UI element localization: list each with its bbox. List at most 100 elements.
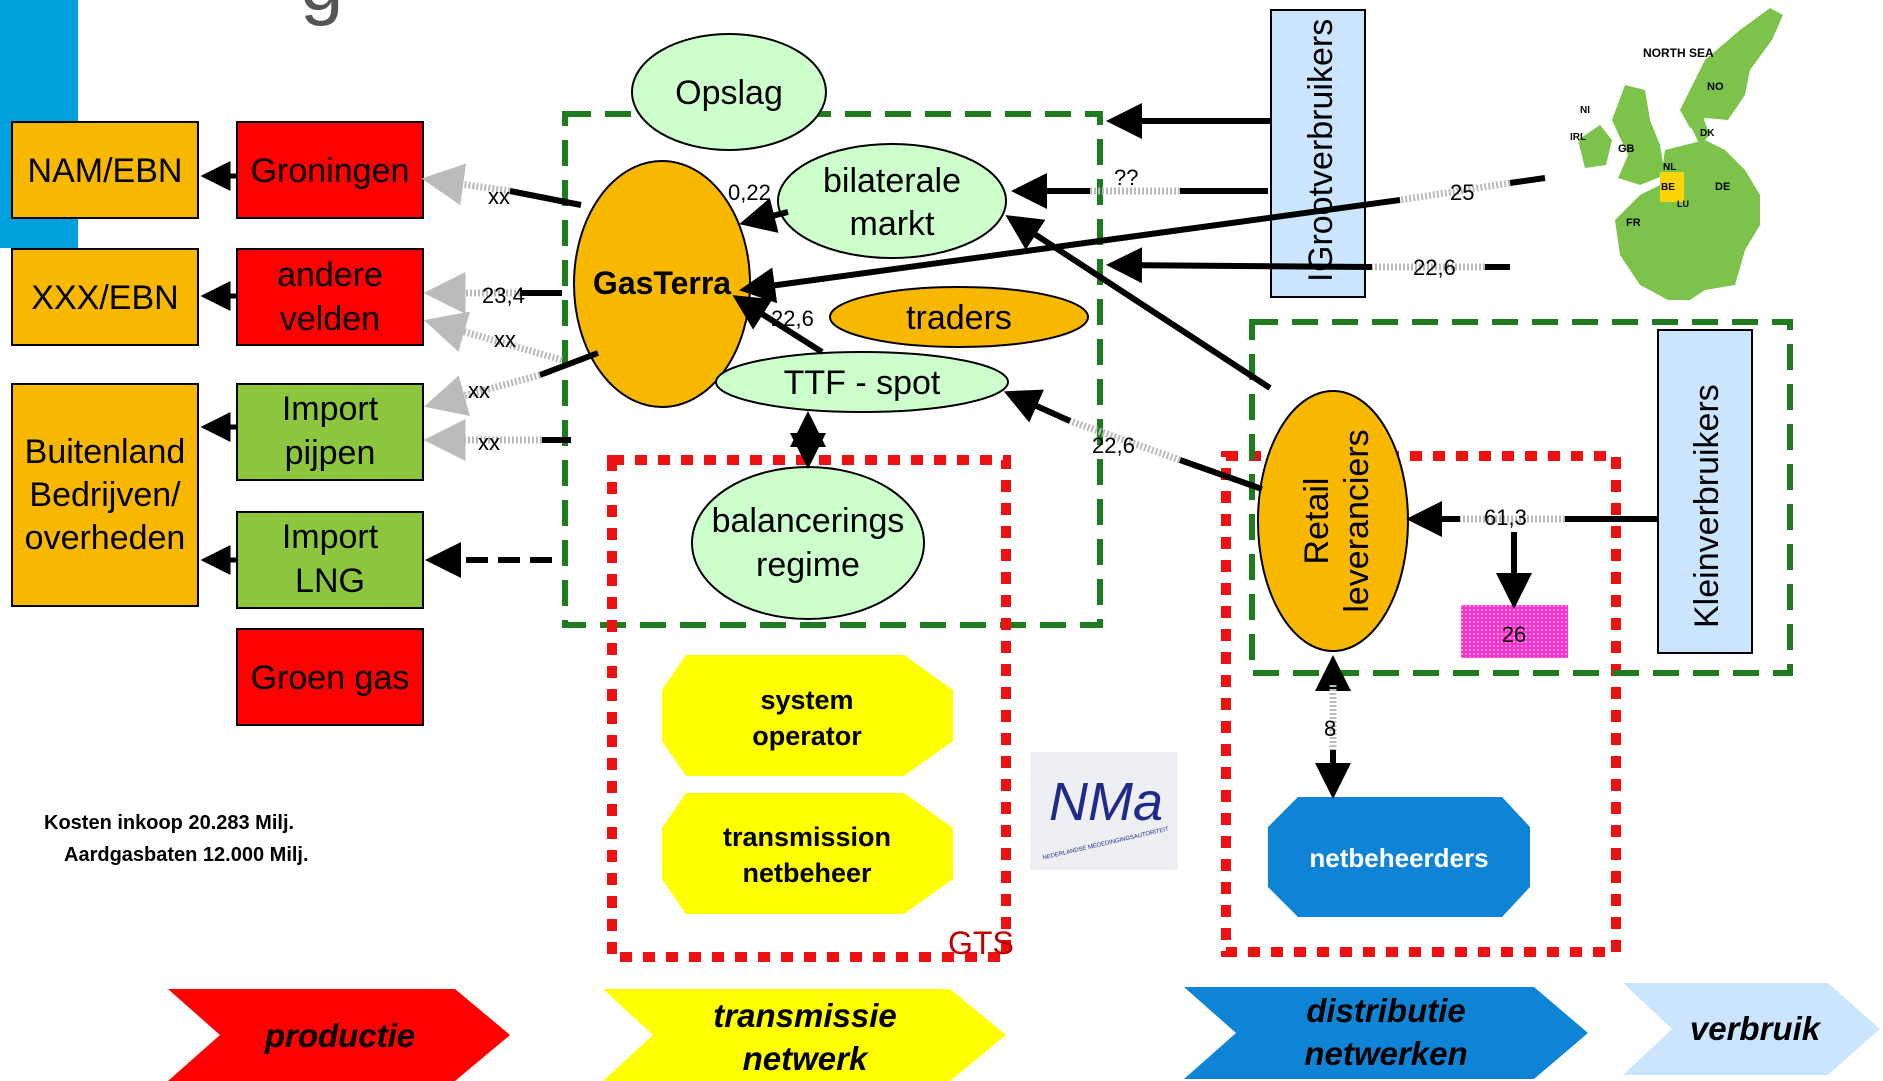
source-import-lng-line1: Import bbox=[282, 518, 379, 556]
gts-label: GTS bbox=[948, 925, 1014, 961]
map-nl: NL bbox=[1663, 162, 1676, 173]
europe-map: NORTH SEA NO NI IRL GB DK NL BE LU DE FR bbox=[1570, 8, 1783, 300]
label-22-6-groot: 22,6 bbox=[1413, 255, 1456, 280]
map-de: DE bbox=[1715, 181, 1730, 193]
map-be: BE bbox=[1661, 182, 1675, 193]
owner-buitenland-line2: Bedrijven/ bbox=[29, 476, 181, 514]
node-bilaterale-line1: bilaterale bbox=[823, 162, 961, 200]
owner-buitenland-line3: overheden bbox=[25, 519, 186, 557]
label-22-6-gasterra: 22,6 bbox=[771, 306, 814, 331]
label-26: 26 bbox=[1502, 622, 1526, 647]
transmission-line2: netbeheer bbox=[742, 858, 872, 888]
map-gb: GB bbox=[1618, 143, 1635, 155]
netbeheerders-label: netbeheerders bbox=[1309, 843, 1488, 873]
source-groen-gas: Groen gas bbox=[236, 628, 424, 726]
map-no: NO bbox=[1707, 81, 1724, 93]
label-61-3: 61,3 bbox=[1484, 505, 1527, 530]
gts-region-red bbox=[607, 455, 1011, 962]
flow-gasterra-groningen bbox=[421, 163, 582, 208]
flow-import-gasterra bbox=[739, 175, 1546, 304]
node-bilaterale-markt: bilaterale markt bbox=[777, 143, 1007, 259]
nma-logo: NMa NEDERLANDSE MEDEDINGINGSAUTORITEIT bbox=[1030, 752, 1178, 870]
grootverbruikers-prefix: I bbox=[1302, 273, 1340, 282]
node-opslag: Opslag bbox=[631, 33, 827, 151]
distribution-region-red bbox=[1221, 451, 1621, 957]
node-grootverbruikers: I Grootverbruikers bbox=[1270, 9, 1366, 298]
node-bilaterale-line2: markt bbox=[850, 205, 936, 243]
source-import-lng: Import LNG bbox=[236, 511, 424, 609]
chain-productie-label: productie bbox=[264, 1017, 415, 1054]
label-25: 25 bbox=[1450, 180, 1474, 205]
owner-buitenland: Buitenland Bedrijven/ overheden bbox=[11, 383, 199, 607]
node-netbeheerders: netbeheerders bbox=[1268, 797, 1530, 917]
map-dk: DK bbox=[1700, 128, 1715, 139]
transmission-line1: transmission bbox=[723, 822, 891, 852]
flow-gasterra-importpijpen bbox=[423, 350, 600, 416]
system-operator-line1: system bbox=[760, 685, 853, 715]
flow-retail-bilaterale bbox=[1005, 215, 1272, 391]
consumer-region-green bbox=[1249, 319, 1793, 676]
flow-bilaterale-gasterra bbox=[739, 197, 789, 233]
nma-logo-text: NMa bbox=[1049, 772, 1163, 832]
node-ttf-label: TTF - spot bbox=[784, 364, 941, 402]
source-andere-velden: andere velden bbox=[236, 248, 424, 346]
source-import-pijpen-line2: pijpen bbox=[285, 434, 376, 472]
label-qq: ?? bbox=[1114, 165, 1138, 190]
node-retail-leveranciers: Retail leveranciers bbox=[1257, 390, 1409, 652]
node-balancering: balancerings regime bbox=[691, 466, 925, 620]
label-23-4: 23,4 bbox=[482, 283, 525, 308]
chain-transmissie-line2: netwerk bbox=[743, 1040, 869, 1077]
cost-line-1: Kosten inkoop 20.283 Milj. bbox=[44, 812, 294, 834]
node-kleinverbruikers: Kleinverbruikers bbox=[1657, 329, 1753, 654]
flow-retail-ttf bbox=[1003, 389, 1264, 492]
flow-ttf-gasterra bbox=[732, 295, 824, 355]
owner-xxx-ebn: XXX/EBN bbox=[11, 248, 199, 346]
map-benelux bbox=[1660, 172, 1684, 202]
chain-distributie-line1: distributie bbox=[1306, 992, 1466, 1029]
label-8: 8 bbox=[1324, 716, 1336, 741]
source-groen-gas-label: Groen gas bbox=[251, 659, 410, 697]
owner-nam-ebn-label: NAM/EBN bbox=[28, 152, 183, 190]
label-xx-andere: xx bbox=[494, 327, 516, 352]
source-import-pijpen: Import pijpen bbox=[236, 383, 424, 481]
map-ni: NI bbox=[1580, 105, 1590, 116]
cost-line-2: Aardgasbaten 12.000 Milj. bbox=[64, 844, 309, 866]
retail-line1: Retail bbox=[1298, 478, 1336, 565]
node-traders-label: traders bbox=[906, 299, 1012, 337]
map-denmark bbox=[1690, 115, 1710, 145]
label-0-22: 0,22 bbox=[728, 180, 771, 205]
system-operator-line2: operator bbox=[752, 721, 862, 751]
flow-groot-market-bottom bbox=[1106, 247, 1510, 284]
source-import-lng-line2: LNG bbox=[295, 562, 365, 600]
map-irl: IRL bbox=[1570, 132, 1586, 143]
chain-distributie: distributie netwerken bbox=[1184, 987, 1588, 1079]
chain-transmissie-line1: transmissie bbox=[713, 997, 896, 1034]
label-xx-import1: xx bbox=[468, 378, 490, 403]
retail-line2: leveranciers bbox=[1338, 429, 1376, 612]
map-fr: FR bbox=[1626, 217, 1641, 229]
chain-verbruik: verbruik bbox=[1623, 983, 1880, 1075]
source-groningen: Groningen bbox=[236, 121, 424, 219]
gts-system-operator: system operator bbox=[662, 655, 953, 776]
source-andere-line2: velden bbox=[280, 300, 380, 338]
node-balancering-line1: balancerings bbox=[712, 502, 905, 540]
map-continent bbox=[1615, 140, 1760, 300]
source-groningen-label: Groningen bbox=[251, 152, 410, 190]
map-britain bbox=[1612, 85, 1665, 185]
chain-distributie-line2: netwerken bbox=[1304, 1035, 1467, 1072]
node-traders: traders bbox=[829, 286, 1089, 348]
owner-buitenland-line1: Buitenland bbox=[25, 433, 186, 471]
node-opslag-label: Opslag bbox=[675, 74, 783, 112]
node-balancering-line2: regime bbox=[756, 546, 860, 584]
source-andere-line1: andere bbox=[277, 256, 383, 294]
label-xx-groningen: xx bbox=[488, 184, 510, 209]
kleinverbruikers-label: Kleinverbruikers bbox=[1688, 384, 1726, 628]
map-lu: LU bbox=[1677, 199, 1689, 209]
label-22-6-retail: 22,6 bbox=[1092, 433, 1135, 458]
node-ttf-spot: TTF - spot bbox=[715, 351, 1009, 413]
title-fragment: g bbox=[300, 0, 343, 27]
chain-productie: productie bbox=[168, 989, 510, 1081]
map-ireland bbox=[1578, 125, 1612, 168]
